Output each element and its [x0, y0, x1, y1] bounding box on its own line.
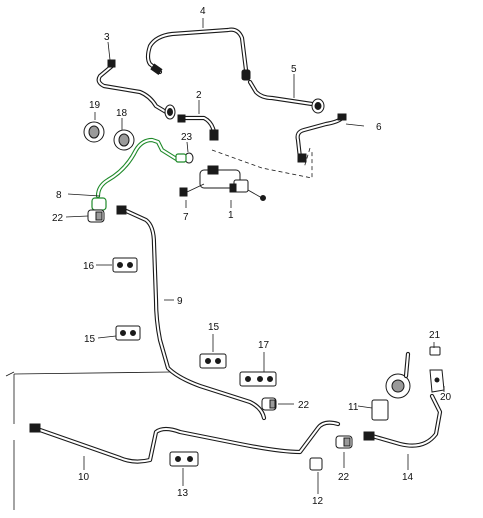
callout-23: 23 [181, 132, 193, 143]
callout-9: 9 [177, 296, 183, 307]
callout-11: 11 [348, 402, 359, 413]
release-bearing-11[interactable] [371, 351, 411, 421]
pipe-9[interactable] [116, 205, 267, 421]
bolt-7[interactable] [179, 183, 205, 197]
clutch-master-cylinder-1[interactable] [199, 165, 266, 201]
callout-4: 4 [200, 6, 206, 17]
callout-7: 7 [183, 212, 189, 223]
grommet-22b[interactable] [261, 397, 277, 411]
callout-22c: 22 [338, 472, 350, 483]
callout-10: 10 [78, 472, 90, 483]
callout-15b: 15 [84, 334, 96, 345]
pipe-5[interactable] [247, 79, 325, 114]
callout-16: 16 [83, 261, 95, 272]
holder-15a[interactable] [115, 325, 141, 341]
reference-lines [211, 147, 313, 179]
holder-16[interactable] [112, 257, 138, 273]
leader-lines [65, 18, 445, 494]
hose-14[interactable] [363, 393, 443, 448]
grommet-22a[interactable] [87, 209, 105, 223]
callout-15a: 15 [208, 322, 220, 333]
callout-14: 14 [402, 472, 414, 483]
clip-12[interactable] [309, 457, 323, 471]
holder-15b[interactable] [199, 353, 227, 369]
callout-22a: 22 [52, 213, 64, 224]
callout-5: 5 [291, 64, 297, 75]
callout-18: 18 [116, 108, 128, 119]
clip-21[interactable] [429, 346, 441, 356]
callout-17: 17 [258, 340, 270, 351]
frame-lines [5, 371, 171, 510]
grommet-18[interactable] [113, 129, 135, 151]
bracket-20[interactable] [429, 369, 445, 393]
callout-2: 2 [196, 90, 202, 101]
holder-17[interactable] [239, 371, 277, 387]
grommet-22c[interactable] [335, 435, 353, 449]
pipe-6[interactable] [295, 113, 347, 163]
callout-19: 19 [89, 100, 101, 111]
callout-1: 1 [228, 210, 234, 221]
callout-8: 8 [56, 190, 62, 201]
callout-12: 12 [312, 496, 324, 507]
grommet-19[interactable] [83, 121, 105, 143]
holder-13[interactable] [169, 451, 199, 467]
callout-13: 13 [177, 488, 189, 499]
callout-22b: 22 [298, 400, 310, 411]
callout-6: 6 [376, 122, 382, 133]
pipe-4[interactable] [145, 27, 251, 81]
pipe-10[interactable] [29, 420, 341, 464]
pipe-8-highlighted[interactable] [91, 137, 187, 211]
callout-3: 3 [104, 32, 110, 43]
callout-20: 20 [440, 392, 452, 403]
callout-labels: 1 2 3 4 5 6 7 8 9 10 11 12 13 14 15 15 1… [52, 6, 452, 507]
pipe-2[interactable] [177, 114, 219, 141]
callout-21: 21 [429, 330, 441, 341]
pipe-3[interactable] [96, 59, 176, 120]
